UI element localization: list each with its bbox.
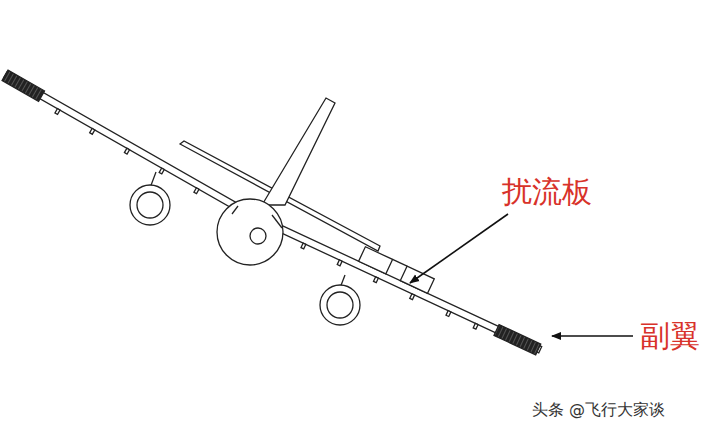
leader-arrow	[410, 214, 508, 283]
right-wing	[247, 197, 549, 358]
flap-fairing	[337, 260, 342, 266]
part-label: 扰流板	[502, 172, 592, 213]
flap-fairing	[90, 128, 95, 134]
flap-fairing	[473, 323, 478, 329]
part-label: 副翼	[640, 316, 700, 357]
flap-fairing	[301, 243, 306, 249]
flap-fairing	[446, 311, 451, 317]
spoiler-panel	[359, 247, 393, 274]
watermark: 头条 @飞行大家谈	[532, 400, 665, 421]
aileron	[494, 325, 541, 355]
vertical-tail	[262, 98, 335, 205]
engine	[320, 275, 360, 325]
flap-fairing	[55, 109, 60, 115]
leader-arrow	[552, 335, 633, 337]
flap-fairing	[159, 168, 164, 174]
flap-fairing	[374, 277, 379, 283]
flap-fairing	[410, 294, 415, 300]
left-wing	[1, 70, 253, 222]
flap-fairing	[124, 148, 129, 154]
flap-fairing	[194, 188, 199, 194]
fuselage-detail	[250, 228, 266, 244]
aileron	[2, 70, 44, 101]
engine	[130, 172, 170, 225]
fuselage	[217, 199, 283, 265]
spoiler-panel	[393, 259, 408, 266]
